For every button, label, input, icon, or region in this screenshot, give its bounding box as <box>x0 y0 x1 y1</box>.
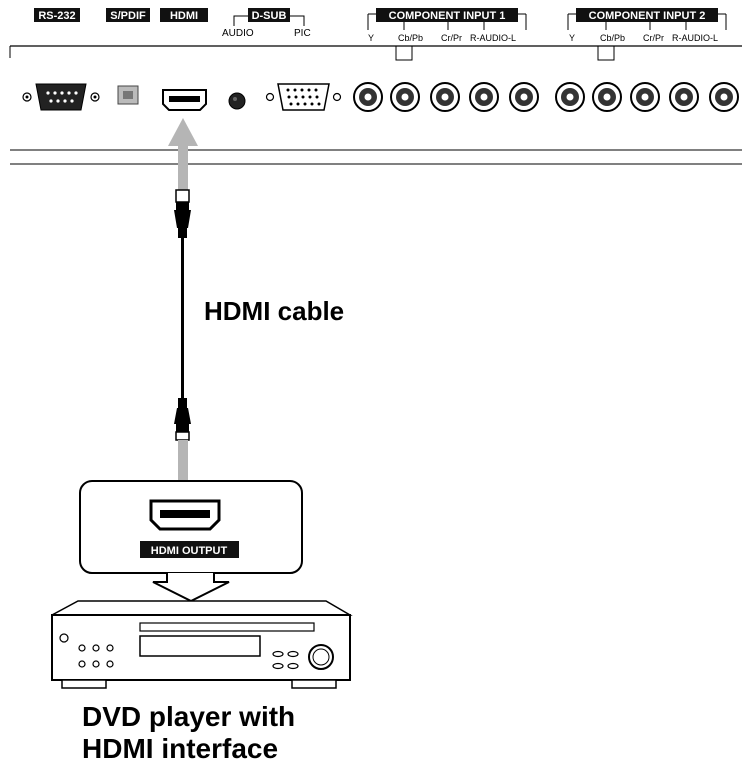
component1-label: COMPONENT INPUT 1 <box>389 10 506 22</box>
dsub-port <box>265 83 342 111</box>
component2-audio-label: R-AUDIO-L <box>672 33 718 43</box>
rca-jack <box>592 82 622 112</box>
hdmi-cable <box>174 189 191 441</box>
dvd-player-caption: DVD player with HDMI interface <box>82 701 295 765</box>
dsub-label: D-SUB <box>252 10 287 22</box>
hdmi-output-callout: HDMI OUTPUT <box>79 480 303 574</box>
dsub-bracket <box>233 15 248 26</box>
rca-jack <box>509 82 539 112</box>
dsub-pic-label: PIC <box>294 28 311 39</box>
rca-jack <box>353 82 383 112</box>
down-outline-arrow-icon <box>152 573 230 603</box>
rs232-label: RS-232 <box>38 10 75 22</box>
component2-label-box <box>576 8 718 22</box>
dvd-caption-line1: DVD player with <box>82 701 296 732</box>
dsub-bracket-right <box>290 15 305 26</box>
rca-jack <box>555 82 585 112</box>
rca-jack <box>709 82 739 112</box>
component1-y-label: Y <box>368 33 374 43</box>
rear-panel <box>9 45 742 165</box>
dvd-player <box>51 600 353 689</box>
component1-audio-label: R-AUDIO-L <box>470 33 516 43</box>
hdmi-label-box <box>160 8 208 22</box>
hdmi-cable-label: HDMI cable <box>204 296 345 326</box>
spdif-port <box>117 85 139 105</box>
dsub-label-box <box>248 8 290 22</box>
rca-jack <box>669 82 699 112</box>
component2-cr-label: Cr/Pr <box>643 33 664 43</box>
dvd-caption-line2: HDMI interface <box>82 733 279 764</box>
audio-jack <box>228 92 246 110</box>
component1-label-box <box>376 8 518 22</box>
up-arrow-icon <box>168 118 198 190</box>
rca-jack <box>469 82 499 112</box>
rca-jack <box>430 82 460 112</box>
component2-cb-label: Cb/Pb <box>600 33 625 43</box>
component2-y-label: Y <box>569 33 575 43</box>
spdif-label-box <box>106 8 150 22</box>
rs232-label-box <box>34 8 80 22</box>
port-labels: RS-232 S/PDIF HDMI D-SUB AUDIO PIC COMPO… <box>34 8 727 43</box>
component-jacks <box>353 82 739 112</box>
hdmi-label: HDMI <box>170 10 198 22</box>
component1-cr-label: Cr/Pr <box>441 33 462 43</box>
hdmi-output-label: HDMI OUTPUT <box>151 545 228 557</box>
component1-cb-label: Cb/Pb <box>398 33 423 43</box>
dsub-audio-label: AUDIO <box>222 28 254 39</box>
rs232-port <box>22 83 100 111</box>
rca-jack <box>390 82 420 112</box>
rca-jack <box>630 82 660 112</box>
hdmi-port <box>162 89 207 111</box>
spdif-label: S/PDIF <box>110 10 146 22</box>
component2-label: COMPONENT INPUT 2 <box>589 10 706 22</box>
